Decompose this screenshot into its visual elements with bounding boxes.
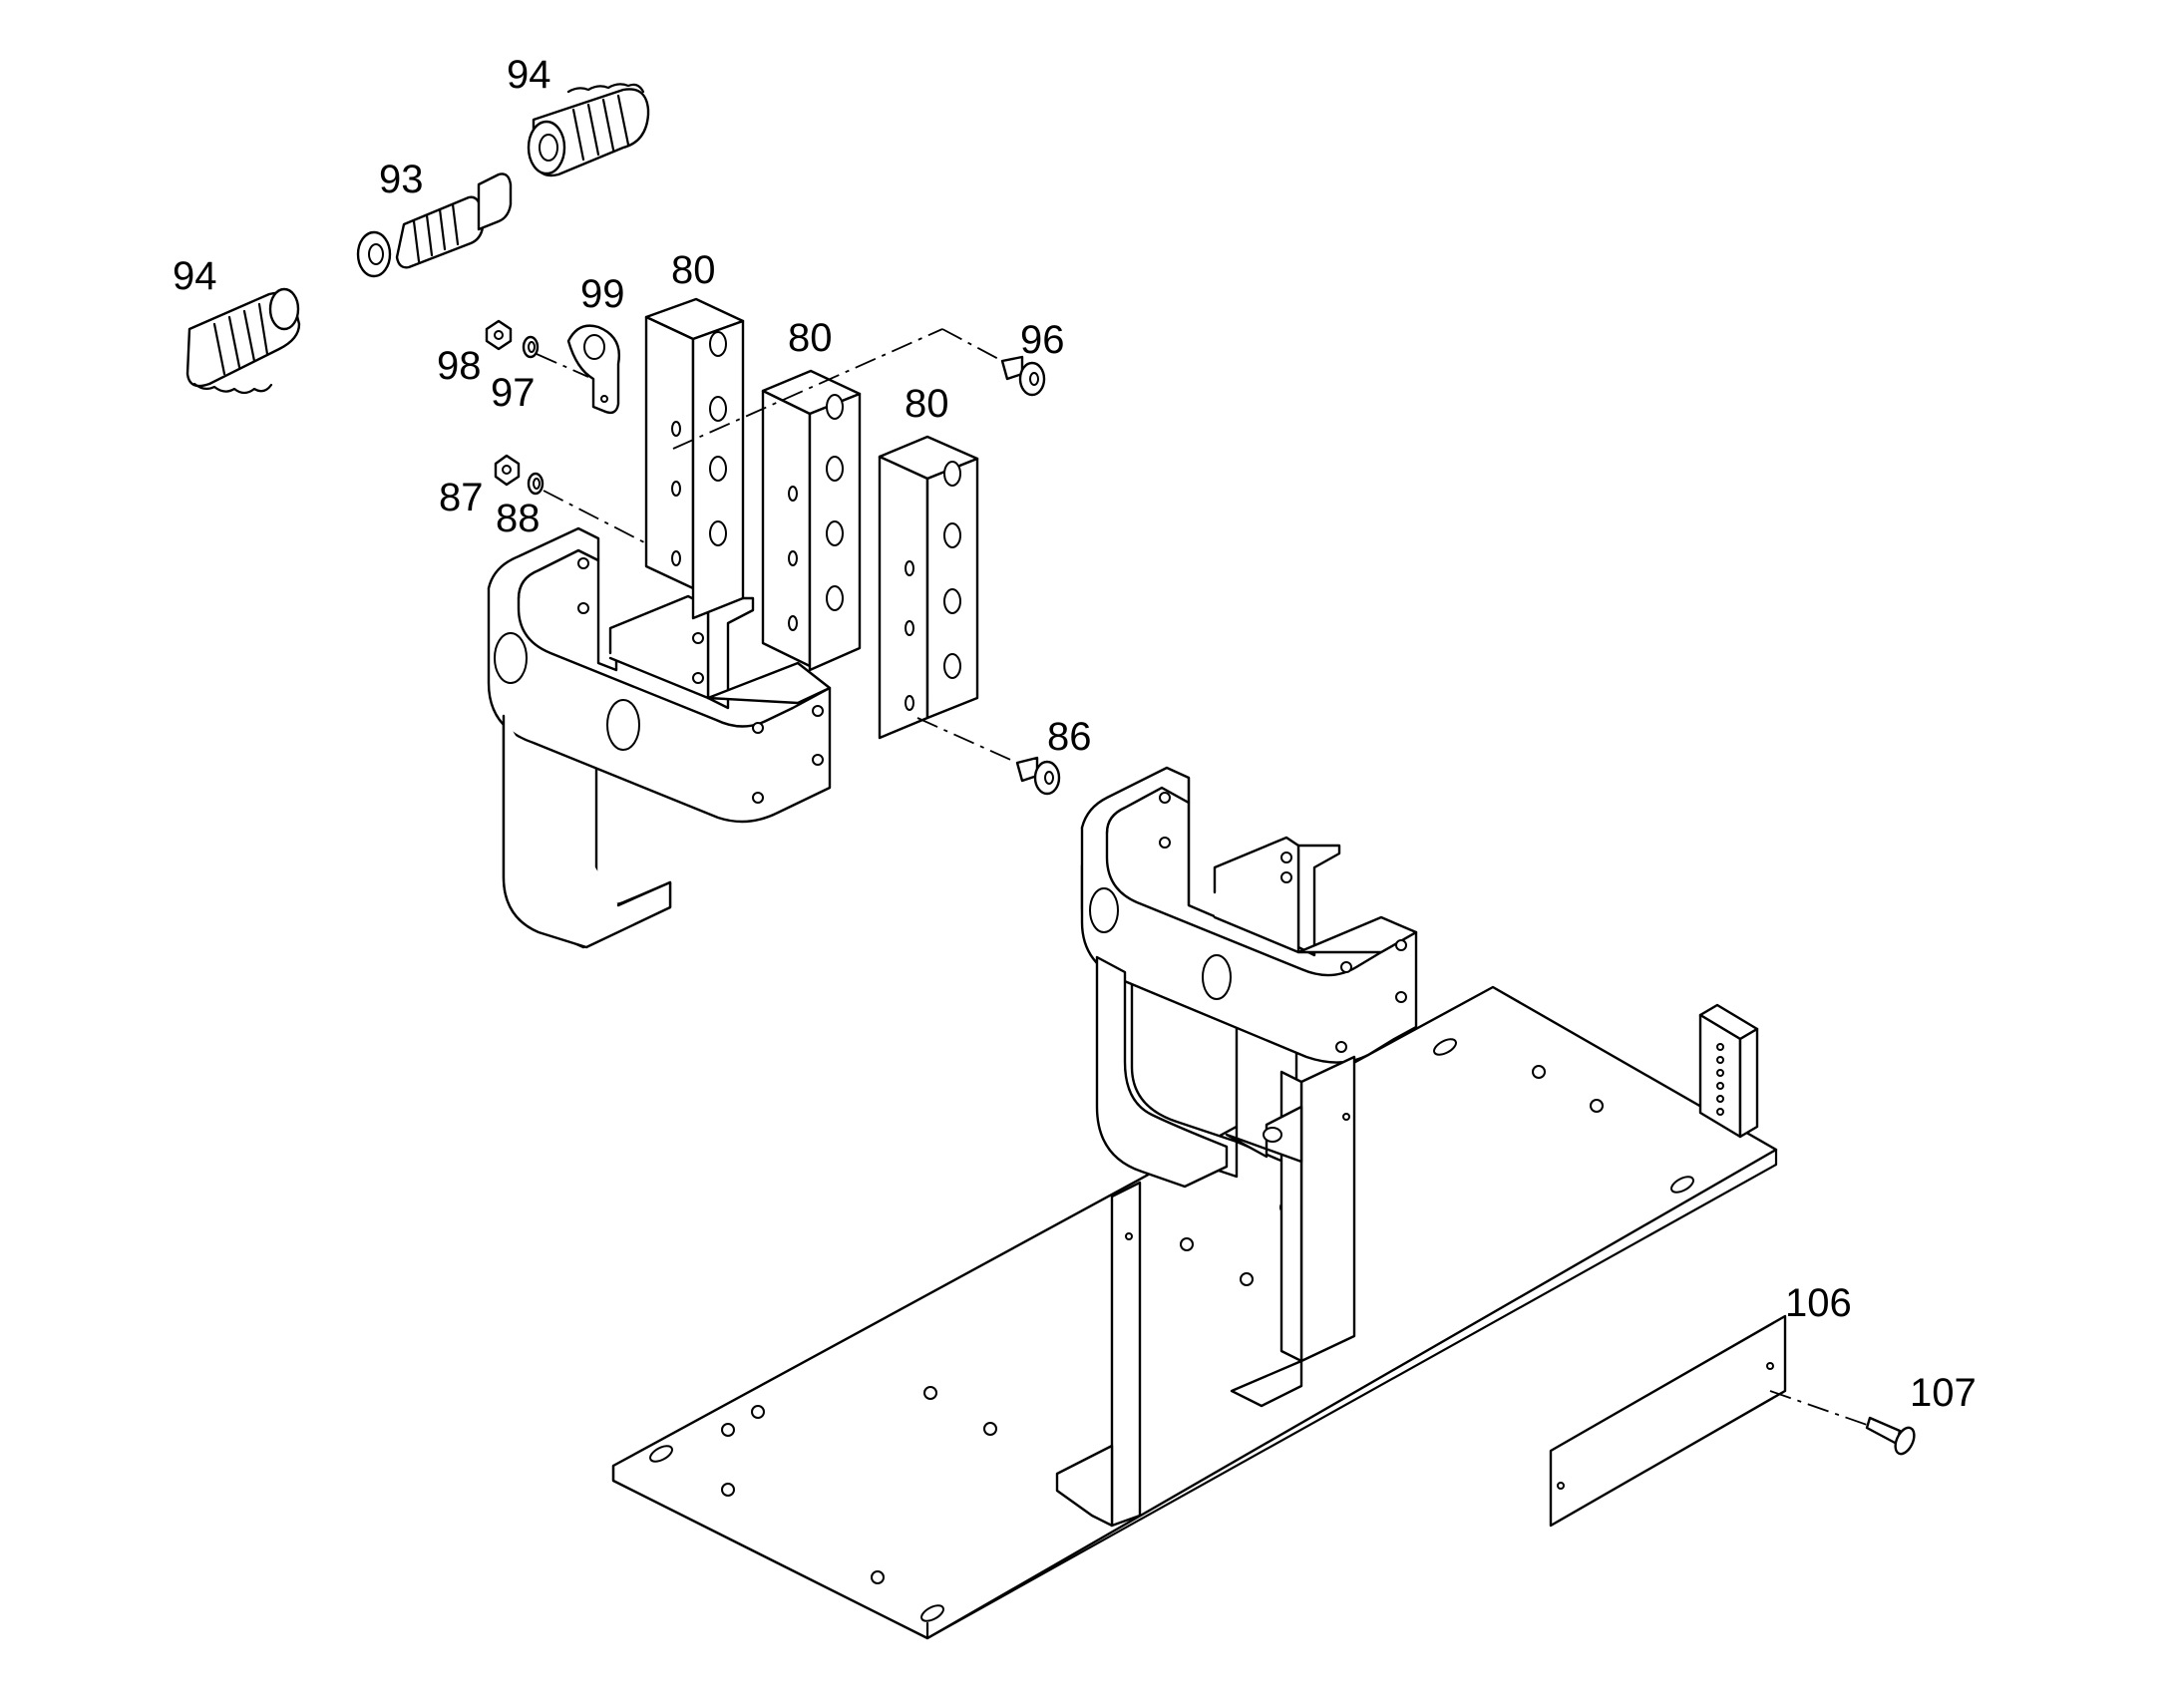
callouts: 94 93 94 99 98 97 80 80 80 96 87 88 86 1… — [173, 53, 1977, 1415]
perforated-post — [1698, 1003, 1759, 1139]
washer-88 — [527, 472, 545, 496]
upper-bracket — [487, 526, 832, 949]
screw-107 — [1865, 1416, 1916, 1456]
screw-86 — [1015, 756, 1061, 796]
callout-80-a: 80 — [671, 248, 716, 292]
connector-94-top — [527, 83, 650, 177]
connector-94-left — [185, 287, 301, 395]
callout-80-c: 80 — [905, 382, 949, 426]
callout-94-left: 94 — [173, 254, 217, 298]
callout-96: 96 — [1020, 318, 1065, 362]
angle-bracket-c — [878, 435, 979, 740]
callout-87: 87 — [439, 476, 484, 519]
washer-97 — [522, 335, 540, 359]
callout-99: 99 — [580, 272, 625, 316]
angle-bracket-a — [644, 297, 745, 620]
leader-lines — [536, 328, 1871, 1427]
nameplate-106 — [1549, 1314, 1787, 1528]
screw-96 — [1000, 355, 1046, 397]
callout-107: 107 — [1910, 1371, 1977, 1415]
base-plate — [611, 985, 1778, 1640]
callout-98: 98 — [437, 344, 482, 388]
callout-94-top: 94 — [507, 53, 551, 97]
clamp-99 — [566, 324, 620, 415]
callout-88: 88 — [496, 497, 541, 540]
base-angle-plates — [1055, 1055, 1356, 1528]
callout-86: 86 — [1047, 715, 1092, 759]
angle-bracket-b — [761, 369, 862, 672]
nut-98 — [485, 319, 513, 351]
callout-80-b: 80 — [788, 316, 833, 360]
callout-93: 93 — [379, 158, 424, 201]
threaded-fitting-93 — [356, 172, 513, 278]
callout-97: 97 — [491, 371, 536, 415]
callout-106: 106 — [1785, 1281, 1852, 1325]
mounted-bracket — [1080, 766, 1418, 1189]
nut-87 — [494, 454, 521, 487]
